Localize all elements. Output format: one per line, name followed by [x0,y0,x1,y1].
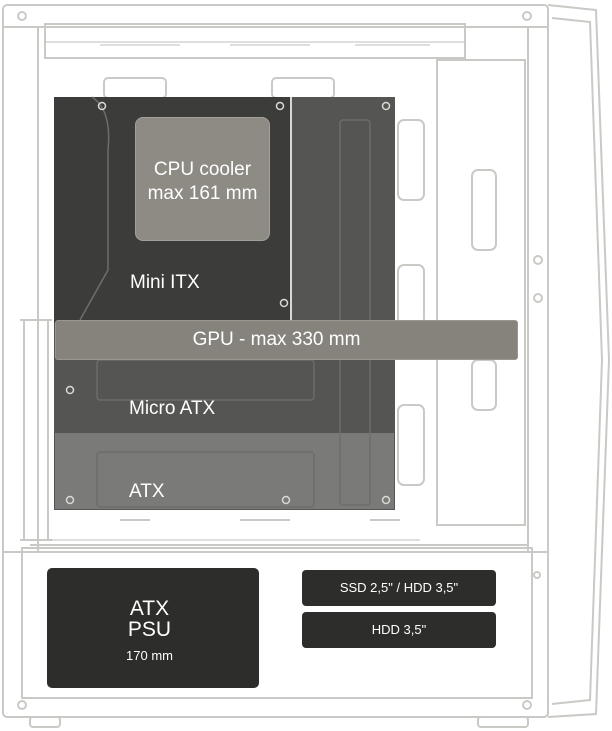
drive-slot-2-label: HDD 3,5" [371,622,427,637]
cpu-cooler-label: CPU cooler max 161 mm [135,158,270,206]
drive-slot-2 [302,612,496,648]
cpu-cooler-line2: max 161 mm [147,183,258,204]
drive-slot-1 [302,570,496,606]
mini-itx-label: Mini ITX [130,272,200,293]
gpu-label: GPU - max 330 mm [192,329,361,350]
cpu-cooler-line1: CPU cooler [153,159,252,180]
psu-label: ATX PSU 170 mm [47,598,252,666]
micro-atx-label: Micro ATX [129,398,216,419]
gpu-bar [55,320,518,360]
psu-line1: ATX [129,597,170,620]
psu-area [47,568,259,688]
drive-slot-1-label: SSD 2,5" / HDD 3,5" [339,580,459,595]
atx-label: ATX [129,481,165,502]
psu-line2: PSU [127,618,172,641]
cpu-cooler-area [135,117,270,241]
psu-line3: 170 mm [126,648,173,663]
